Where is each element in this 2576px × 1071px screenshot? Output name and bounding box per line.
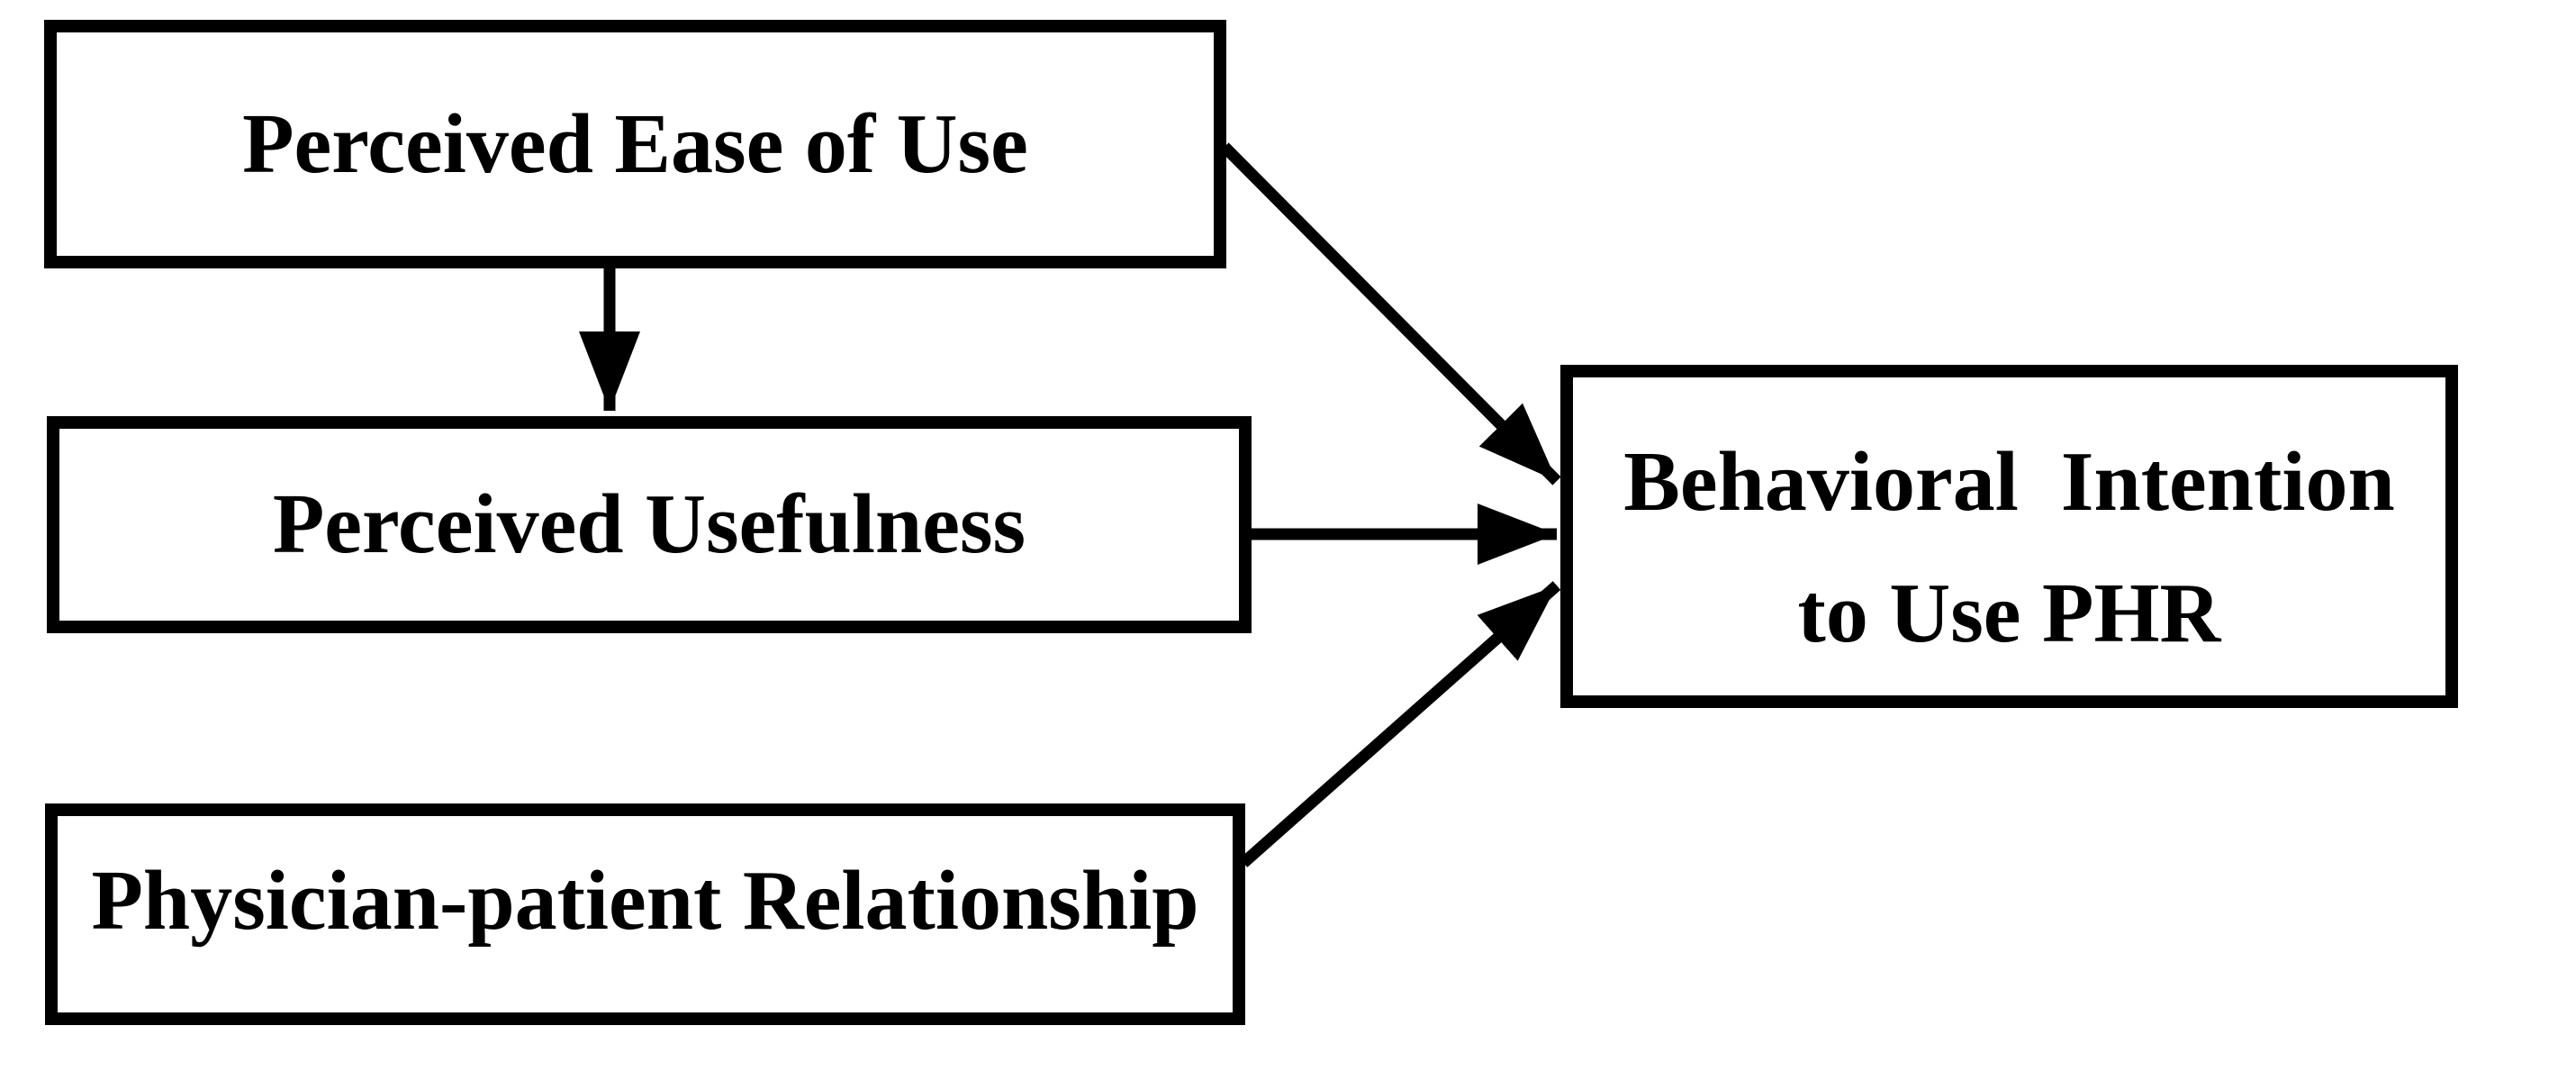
box-physician-patient-relationship: Physician-patient Relationship (45, 803, 1245, 1025)
box-label-physician-patient-relationship: Physician-patient Relationship (91, 853, 1199, 948)
box-perceived-ease-of-use: Perceived Ease of Use (44, 20, 1226, 268)
arrow-ease-to-intention (1220, 142, 1561, 486)
box-behavioral-intention-to-use-phr: Behavioral Intention to Use PHR (1560, 365, 2458, 708)
box-perceived-usefulness: Perceived Usefulness (47, 416, 1252, 633)
arrow-relationship-to-intention (1239, 581, 1561, 867)
box-label-behavioral-intention-line1: Behavioral Intention (1623, 434, 2395, 529)
box-label-perceived-usefulness: Perceived Usefulness (272, 477, 1026, 572)
box-label-behavioral-intention-line2: to Use PHR (1797, 566, 2221, 660)
box-label-perceived-ease-of-use: Perceived Ease of Use (242, 96, 1028, 191)
